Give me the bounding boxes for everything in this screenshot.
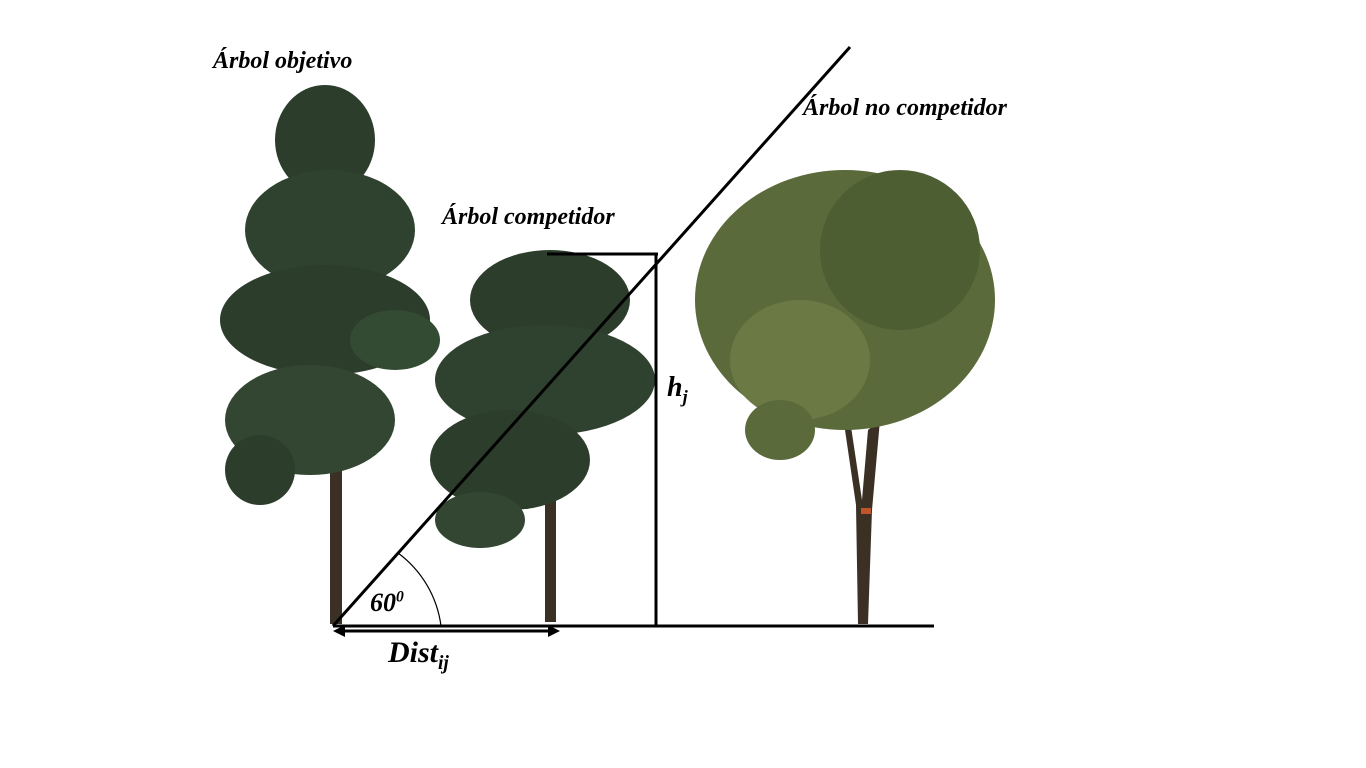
- target-tree: [220, 85, 440, 624]
- angle-label: 600: [370, 588, 404, 618]
- distance-symbol: Dist: [388, 636, 439, 669]
- distance-label: Distij: [388, 636, 449, 675]
- non-competitor-tree-label: Árbol no competidor: [803, 95, 1008, 121]
- angle-value: 60: [370, 588, 396, 617]
- height-subscript: j: [682, 386, 688, 407]
- target-tree-label: Árbol objetivo: [213, 48, 353, 74]
- height-symbol: h: [667, 372, 683, 403]
- competitor-tree: [430, 250, 655, 622]
- distance-subscript: ij: [438, 652, 449, 674]
- angle-superscript: 0: [396, 588, 404, 606]
- distance-arrow: [333, 625, 560, 637]
- non-competitor-tree: [695, 170, 995, 624]
- height-label: hj: [667, 372, 688, 407]
- sight-line-60deg: [331, 46, 852, 627]
- angle-arc: [397, 552, 442, 627]
- competitor-tree-label: Árbol competidor: [442, 204, 615, 230]
